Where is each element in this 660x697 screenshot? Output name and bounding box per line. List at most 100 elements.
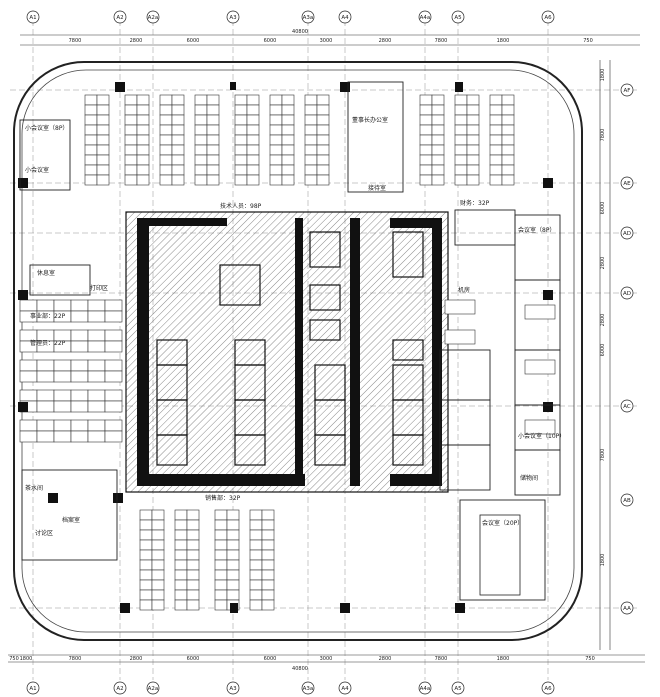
axis-label: A4 [341, 15, 349, 21]
dimension-text: 2800 [130, 38, 143, 44]
dimension-text: 1800 [497, 656, 510, 662]
axis-bubble-bottom-7: A5 [451, 681, 465, 695]
label-office-bottom: 销售部：32P [205, 494, 241, 502]
label-office-left: 事业部：22P [30, 312, 66, 320]
dimension-text: 2800 [379, 38, 392, 44]
core-internal-rooms [156, 231, 424, 466]
dimension-text: 750 [583, 38, 593, 44]
core-walls [137, 218, 442, 486]
label-pantry: 茶水间 [25, 484, 43, 492]
label-meeting-top: 董事长办公室 [352, 116, 388, 124]
axis-bubble-top-3: A3 [226, 10, 240, 24]
axis-bubbles-right: AF AE AD AD AC AB AA [620, 83, 634, 615]
axis-bubble-right-6: AA [620, 601, 634, 615]
axis-label: AD [623, 231, 631, 237]
axis-bubble-bottom-6: A4a [418, 681, 432, 695]
workstations-bottom [139, 509, 275, 611]
axis-label: A2 [116, 15, 123, 21]
label-meeting-right3: 小会议室（10P） [518, 432, 565, 440]
axis-label: A1 [29, 15, 36, 21]
axis-bubble-right-5: AB [620, 493, 634, 507]
axis-bubble-right-2: AD [620, 226, 634, 240]
dimension-text: 6000 [264, 656, 277, 662]
dimension-text: 6000 [187, 656, 200, 662]
label-rest-left: 休息室 [37, 269, 55, 277]
axis-bubble-bottom-5: A4 [338, 681, 352, 695]
axis-label: A4a [420, 686, 431, 692]
dimension-text-top: 7800 2800 6000 6000 3000 2800 7800 1800 750 40800 [69, 29, 593, 44]
axis-bubble-top-8: A6 [541, 10, 555, 24]
axis-label: A3 [229, 15, 237, 21]
dimension-total-bottom: 40800 [292, 666, 308, 672]
label-meeting-left: 小会议室（8P） [25, 124, 68, 132]
dimension-text: 6000 [600, 344, 606, 357]
label-office-top: 技术人员：98P [220, 202, 262, 210]
label-printing: 打印区 [90, 284, 108, 292]
partitions [19, 81, 561, 601]
axis-label: AC [623, 404, 631, 410]
dimension-text: 6000 [264, 38, 277, 44]
axis-bubble-top-7: A5 [451, 10, 465, 24]
dimension-text: 7800 [435, 38, 448, 44]
dimension-text: 3000 [320, 656, 333, 662]
axis-label: A2 [116, 686, 123, 692]
label-meeting-left2: 小会议室 [25, 166, 49, 174]
label-meeting-right2: 会议室（20P） [482, 519, 523, 527]
axis-label: AF [624, 88, 631, 94]
dimension-text: 7800 [600, 129, 606, 142]
bottom-dimension-lines [8, 654, 645, 663]
axis-bubble-bottom-3: A3 [226, 681, 240, 695]
building-outline-outer [13, 61, 583, 641]
axis-bubble-bottom-2: A2a [146, 681, 160, 695]
label-meeting-right: 会议室（8P） [518, 226, 555, 234]
axis-bubble-right-0: AF [620, 83, 634, 97]
dimension-text: 6000 [187, 38, 200, 44]
axis-label: A2a [148, 686, 159, 692]
dimension-text: 750 [9, 656, 19, 662]
label-office-left2: 管理员：22P [30, 339, 66, 347]
workstations-right [444, 299, 556, 435]
dimension-text: 2800 [600, 257, 606, 270]
axis-label: A4 [341, 686, 349, 692]
label-office-right: 财务：32P [460, 199, 490, 207]
dimension-total-top: 40800 [292, 29, 308, 35]
dimension-text: 7800 [69, 38, 82, 44]
axis-bubble-top-5: A4 [338, 10, 352, 24]
label-reception: 接待室 [368, 184, 386, 192]
core-area [125, 211, 449, 493]
conference-table [479, 514, 521, 596]
structural-columns [18, 82, 553, 613]
axis-label: A3a [303, 15, 314, 21]
top-dimension-lines [20, 34, 640, 46]
workstations-left [19, 299, 123, 443]
axis-bubble-bottom-1: A2 [113, 681, 127, 695]
axis-bubble-bottom-8: A6 [541, 681, 555, 695]
axis-bubble-top-2: A2a [146, 10, 160, 24]
axis-bubble-top-6: A4a [418, 10, 432, 24]
axis-bubble-top-1: A2 [113, 10, 127, 24]
dimension-text: 6000 [600, 202, 606, 215]
dimension-text: 750 [585, 656, 595, 662]
label-storage: 储物间 [520, 474, 538, 482]
axis-label: A6 [544, 15, 552, 21]
dimension-text: 3000 [320, 38, 333, 44]
axis-bubble-bottom-4: A3a [301, 681, 315, 695]
label-discussion: 讨论区 [35, 529, 53, 537]
axis-bubble-right-3: AD [620, 286, 634, 300]
axis-bubble-right-1: AE [620, 176, 634, 190]
axis-bubbles-top: A1 A2 A2a A3 A3a A4 A4a A5 A6 [26, 10, 555, 24]
dimension-text: 1800 [497, 38, 510, 44]
axis-label: A6 [544, 686, 552, 692]
dimension-text: 1800 [600, 554, 606, 567]
dimension-text: 7800 [600, 449, 606, 462]
axis-label: AD [623, 291, 631, 297]
axis-bubble-right-4: AC [620, 399, 634, 413]
dimension-text: 7800 [435, 656, 448, 662]
dimension-text: 2800 [600, 314, 606, 327]
dimension-text: 1800 [20, 656, 33, 662]
axis-label: AB [623, 498, 631, 504]
axis-label: A1 [29, 686, 36, 692]
